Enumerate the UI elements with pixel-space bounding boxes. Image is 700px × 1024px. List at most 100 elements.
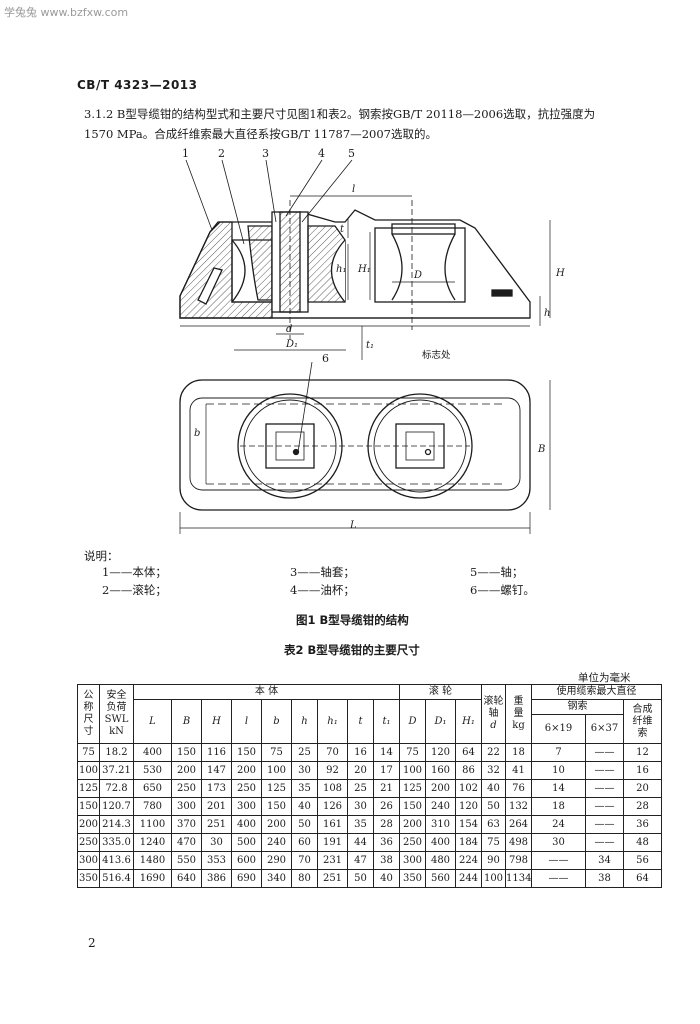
table-cell: 780 bbox=[133, 797, 172, 816]
roller-left-groove bbox=[231, 239, 246, 303]
plan-outline bbox=[179, 379, 531, 511]
table-cell: 251 bbox=[317, 869, 348, 888]
table-cell: 250 bbox=[77, 833, 100, 852]
table-cell: 264 bbox=[505, 815, 532, 834]
table-cell: 47 bbox=[347, 851, 374, 870]
header-rope-group: 使用缆索最大直径 bbox=[531, 684, 662, 700]
dim-H1: H₁ bbox=[357, 264, 371, 275]
table-cell: —— bbox=[531, 869, 586, 888]
table-cell: 30 bbox=[291, 761, 318, 780]
header-nominal-size: 公称尺寸 bbox=[77, 684, 100, 744]
table-cell: 120 bbox=[425, 743, 456, 762]
legend-item-4: 4——油杯； bbox=[290, 583, 355, 597]
table-cell: 200 bbox=[171, 761, 202, 780]
table-cell: 480 bbox=[425, 851, 456, 870]
roller-right bbox=[374, 227, 466, 303]
table-cell: 640 bbox=[171, 869, 202, 888]
table-cell: 50 bbox=[481, 797, 506, 816]
table-cell: 40 bbox=[373, 869, 400, 888]
table-cell: 244 bbox=[455, 869, 482, 888]
table-cell: 7 bbox=[531, 743, 586, 762]
table-cell: 240 bbox=[425, 797, 456, 816]
dim-D1: D₁ bbox=[285, 339, 298, 350]
table-cell: 30 bbox=[347, 797, 374, 816]
table-cell: 48 bbox=[623, 833, 662, 852]
header-H: H bbox=[201, 699, 232, 744]
marker-label: 标志处 bbox=[422, 349, 451, 361]
legend-item-6: 6——螺钉。 bbox=[470, 583, 535, 597]
dim-h1: h₁ bbox=[336, 264, 346, 275]
header-t: t bbox=[347, 699, 374, 744]
table-cell: 72.8 bbox=[99, 779, 134, 798]
table-cell: 50 bbox=[347, 869, 374, 888]
table-cell: 108 bbox=[317, 779, 348, 798]
header-t1: t₁ bbox=[373, 699, 400, 744]
table-cell: 80 bbox=[291, 869, 318, 888]
table-cell: 300 bbox=[231, 797, 262, 816]
table-cell: 26 bbox=[373, 797, 400, 816]
table-cell: 18.2 bbox=[99, 743, 134, 762]
dim-B: B bbox=[537, 444, 545, 455]
table-cell: 500 bbox=[231, 833, 262, 852]
table-cell: 75 bbox=[77, 743, 100, 762]
table-cell: 600 bbox=[231, 851, 262, 870]
table-cell: 32 bbox=[481, 761, 506, 780]
table-cell: 120.7 bbox=[99, 797, 134, 816]
table-cell: 310 bbox=[425, 815, 456, 834]
table-cell: 335.0 bbox=[99, 833, 134, 852]
table-cell: 200 bbox=[261, 815, 292, 834]
dim-H: H bbox=[555, 268, 565, 279]
table-cell: 350 bbox=[399, 869, 426, 888]
table-cell: 75 bbox=[481, 833, 506, 852]
header-synthetic-rope: 合成纤维索 bbox=[623, 699, 662, 744]
table-cell: 20 bbox=[623, 779, 662, 798]
table-cell: 50 bbox=[291, 815, 318, 834]
table-cell: —— bbox=[531, 851, 586, 870]
table-cell: 300 bbox=[77, 851, 100, 870]
table-cell: 35 bbox=[347, 815, 374, 834]
table-cell: 690 bbox=[231, 869, 262, 888]
table-cell: 125 bbox=[399, 779, 426, 798]
table-cell: 16 bbox=[347, 743, 374, 762]
standard-header: CB/T 4323—2013 bbox=[77, 78, 198, 92]
header-body-group: 本 体 bbox=[133, 684, 400, 700]
table-cell: 86 bbox=[455, 761, 482, 780]
roller-right-groove-right bbox=[444, 233, 456, 301]
header-L: L bbox=[133, 699, 172, 744]
table-cell: 75 bbox=[399, 743, 426, 762]
table-cell: 231 bbox=[317, 851, 348, 870]
table-cell: 44 bbox=[347, 833, 374, 852]
header-6x37: 6×37 bbox=[585, 714, 624, 744]
table-cell: 36 bbox=[623, 815, 662, 834]
table-cell: 25 bbox=[291, 743, 318, 762]
table-cell: 214.3 bbox=[99, 815, 134, 834]
table-cell: 36 bbox=[373, 833, 400, 852]
table-cell: 300 bbox=[399, 851, 426, 870]
table-cell: 353 bbox=[201, 851, 232, 870]
callout-3: 3 bbox=[262, 147, 269, 160]
callouts: 1 2 3 4 5 6 bbox=[182, 147, 355, 365]
callout-leaders bbox=[185, 159, 353, 453]
dim-D: D bbox=[413, 270, 422, 281]
table-cell: 400 bbox=[231, 815, 262, 834]
table-cell: 21 bbox=[373, 779, 400, 798]
roller-groove-right bbox=[331, 239, 346, 303]
table-cell: 200 bbox=[425, 779, 456, 798]
header-b: b bbox=[261, 699, 292, 744]
table-cell: 64 bbox=[455, 743, 482, 762]
table-cell: 12 bbox=[623, 743, 662, 762]
table-cell: 150 bbox=[399, 797, 426, 816]
callout-1: 1 bbox=[182, 147, 189, 160]
legend-item-1: 1——本体； bbox=[102, 565, 167, 579]
table-cell: 100 bbox=[77, 761, 100, 780]
table-cell: 150 bbox=[171, 743, 202, 762]
table-cell: 498 bbox=[505, 833, 532, 852]
table-cell: 24 bbox=[531, 815, 586, 834]
table-cell: 340 bbox=[261, 869, 292, 888]
